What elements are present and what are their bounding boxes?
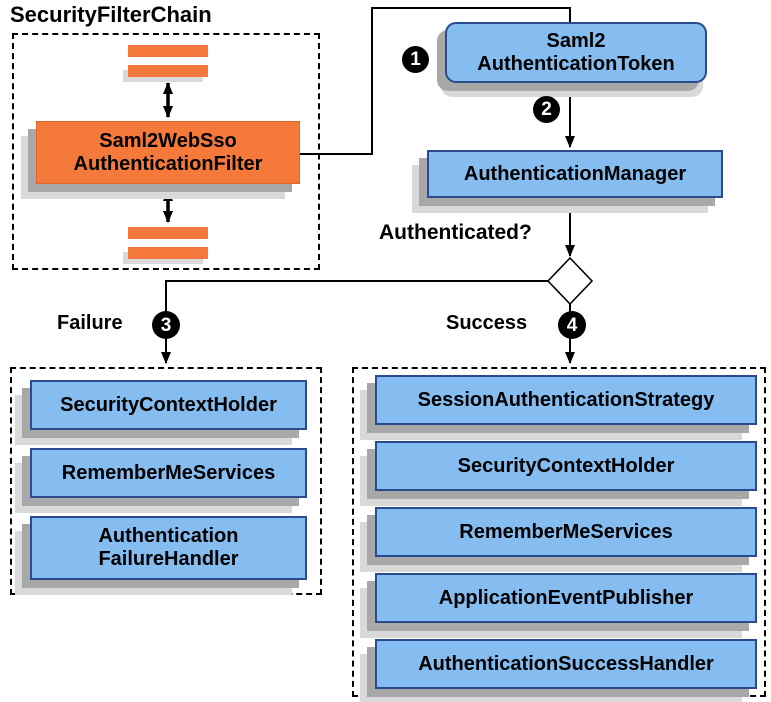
authentication-manager-label: AuthenticationManager (463, 162, 687, 185)
authentication-manager-box: AuthenticationManager (427, 150, 723, 198)
token-label-line1: Saml2 (546, 29, 606, 52)
success-handler-label: SessionAuthenticationStrategy (417, 388, 715, 411)
failure-handlers-box (10, 367, 322, 595)
failure-handler-item: SecurityContextHolder (30, 380, 307, 430)
saml2-authentication-token-box: Saml2 AuthenticationToken (445, 22, 707, 83)
failure-handler-label: RememberMeServices (61, 461, 276, 484)
success-handler-item: SecurityContextHolder (375, 441, 757, 491)
failure-handler-item: RememberMeServices (30, 448, 307, 498)
filter-label-line2: AuthenticationFilter (73, 152, 263, 175)
step-3-number: 3 (160, 314, 172, 336)
filter-placeholder-bar (128, 45, 208, 57)
filter-placeholder-bar (128, 247, 208, 259)
step-3-badge: 3 (152, 311, 180, 339)
failure-handler-item: Authentication FailureHandler (30, 516, 307, 580)
filter-placeholder-bar (128, 65, 208, 77)
success-handler-label: SecurityContextHolder (457, 454, 675, 477)
success-handler-label: ApplicationEventPublisher (438, 586, 694, 609)
decision-diamond (546, 256, 594, 306)
success-handler-item: SessionAuthenticationStrategy (375, 375, 757, 425)
success-handler-item: AuthenticationSuccessHandler (375, 639, 757, 689)
success-handler-item: RememberMeServices (375, 507, 757, 557)
step-2-number: 2 (541, 99, 552, 120)
step-4-badge: 4 (558, 311, 586, 339)
filter-placeholder-bar (128, 227, 208, 239)
security-filter-chain-title: SecurityFilterChain (10, 2, 212, 27)
step-4-number: 4 (566, 314, 578, 336)
saml2-web-sso-authentication-filter-box: Saml2WebSso AuthenticationFilter (36, 121, 300, 184)
step-2-badge: 2 (533, 96, 560, 123)
success-handlers-box (352, 367, 766, 697)
filter-to-token-connector (300, 7, 571, 155)
failure-handler-label: Authentication FailureHandler (98, 525, 239, 570)
token-label-line2: AuthenticationToken (477, 52, 675, 75)
authenticated-question-label: Authenticated? (379, 221, 532, 244)
success-label: Success (446, 312, 528, 334)
success-handler-item: ApplicationEventPublisher (375, 573, 757, 623)
success-handler-label: AuthenticationSuccessHandler (418, 652, 714, 675)
success-handler-label: RememberMeServices (459, 520, 673, 543)
failure-handler-label: SecurityContextHolder (60, 393, 277, 416)
step-1-number: 1 (410, 49, 421, 70)
step-1-badge: 1 (402, 46, 429, 73)
security-filter-chain-box (12, 33, 320, 270)
filter-label-line1: Saml2WebSso (99, 129, 237, 152)
failure-label: Failure (57, 312, 123, 334)
